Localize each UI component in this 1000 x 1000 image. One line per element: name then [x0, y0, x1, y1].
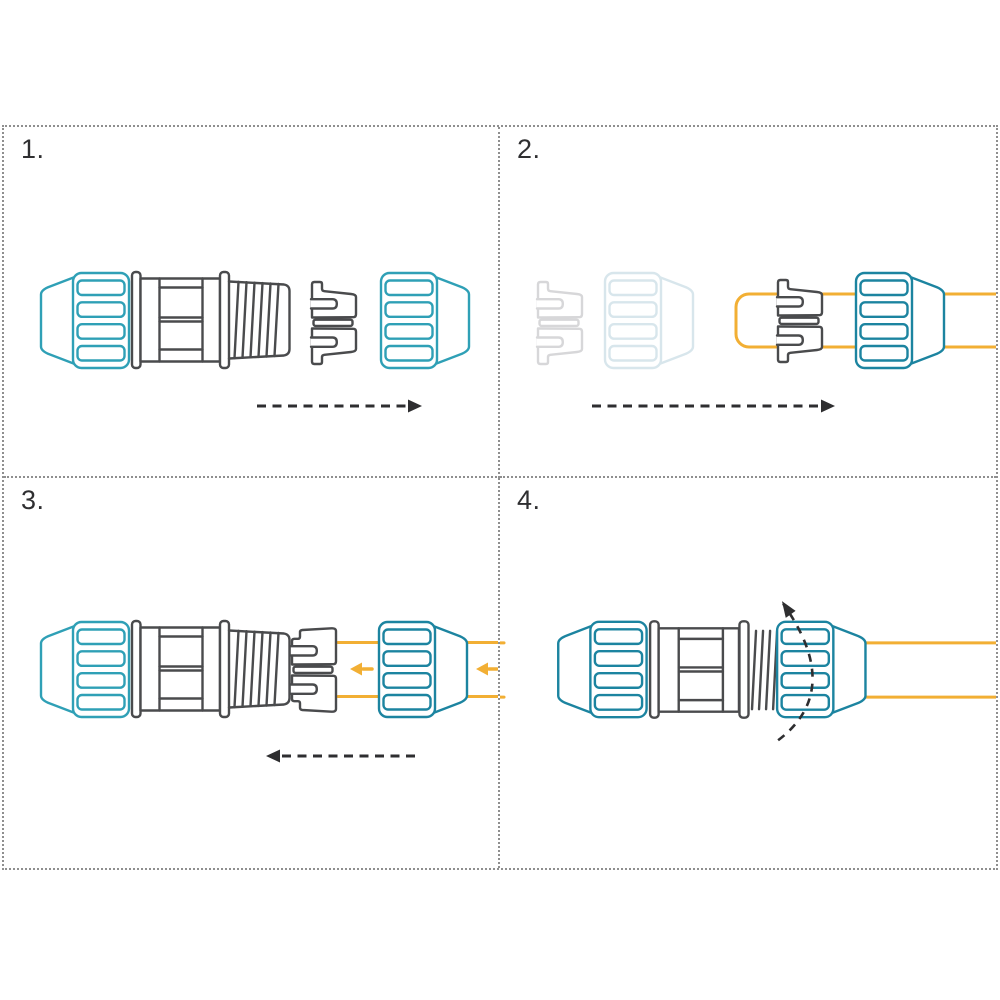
compression-nut-on-pipe	[856, 273, 944, 368]
step-4-panel: 4.	[500, 478, 996, 868]
dashed-arrow-right-icon	[592, 399, 835, 413]
yellow-arrow-left-icon	[476, 662, 498, 676]
step-3-diagram	[4, 619, 498, 763]
compression-nut-right	[777, 622, 865, 717]
step-2-panel: 2.	[500, 127, 996, 478]
step-3-number: 3.	[21, 485, 45, 515]
ghost-clamp-ring	[537, 282, 582, 364]
step-2-diagram	[500, 127, 996, 413]
step-1-number: 1.	[21, 134, 45, 164]
step-4-number: 4.	[517, 485, 541, 515]
clamp-ring	[311, 282, 356, 364]
yellow-arrow-left-icon	[350, 662, 374, 676]
dashed-arrow-right-icon	[257, 399, 422, 413]
compression-nut-on-pipe	[379, 622, 467, 717]
compression-nut-left	[558, 622, 646, 717]
dashed-arrow-left-icon	[266, 749, 418, 763]
clamp-ring-on-threads	[291, 628, 336, 711]
compression-nut-right	[381, 273, 469, 368]
step-4-diagram	[500, 601, 996, 742]
instruction-grid: 1. 2. 3.	[2, 125, 998, 870]
coupling-body	[130, 270, 291, 370]
step-3-panel: 3.	[4, 478, 500, 868]
pipe	[336, 641, 498, 698]
clamp-ring-on-pipe	[777, 280, 822, 362]
compression-nut-left	[41, 622, 129, 717]
step-1-panel: 1.	[4, 127, 500, 478]
rotation-dashed-arrow-icon	[777, 601, 814, 742]
ghost-compression-nut	[605, 273, 693, 368]
step-2-number: 2.	[517, 134, 541, 164]
coupling-body	[130, 619, 291, 719]
pipe	[500, 641, 996, 699]
coupling-body	[648, 620, 779, 719]
step-1-diagram	[4, 270, 498, 413]
compression-nut-left	[41, 273, 129, 368]
